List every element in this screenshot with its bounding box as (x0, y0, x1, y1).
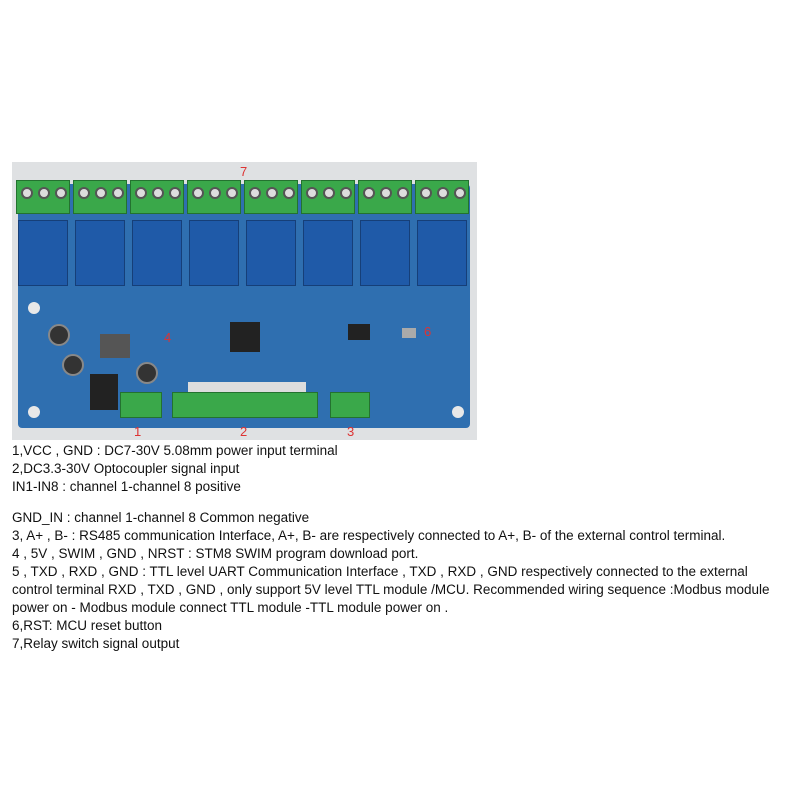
desc-line: 5 , TXD , RXD , GND : TTL level UART Com… (12, 564, 748, 579)
screw-icon (95, 187, 107, 199)
label-6: 6 (424, 324, 432, 339)
relay-output-terminal (358, 180, 412, 214)
desc-line: 7,Relay switch signal output (12, 636, 180, 651)
rs485-terminal (330, 392, 370, 418)
screw-icon (454, 187, 466, 199)
relay-output-terminal (301, 180, 355, 214)
desc-line: power on - Modbus module connect TTL mod… (12, 600, 449, 615)
reset-button (402, 328, 416, 338)
screw-icon (169, 187, 181, 199)
desc-line: IN1-IN8 : channel 1-channel 8 positive (12, 479, 241, 494)
relay-output-terminal (16, 180, 70, 214)
label-1: 1 (134, 424, 142, 439)
product-photo: 7 4 6 1 2 3 (12, 162, 477, 440)
screw-icon (249, 187, 261, 199)
relay-output-terminal (73, 180, 127, 214)
screw-icon (363, 187, 375, 199)
optocouplers (188, 382, 306, 394)
mount-hole (452, 406, 464, 418)
screw-icon (38, 187, 50, 199)
desc-line: 6,RST: MCU reset button (12, 618, 163, 633)
relay-output-terminal (244, 180, 298, 214)
screw-icon (135, 187, 147, 199)
screw-icon (397, 187, 409, 199)
power-terminal (120, 392, 162, 418)
screw-icon (152, 187, 164, 199)
relay (417, 220, 467, 286)
mcu-chip (230, 322, 260, 352)
screw-icon (112, 187, 124, 199)
desc-line: 3, A+ , B- : RS485 communication Interfa… (12, 528, 726, 543)
relay-output-terminal (130, 180, 184, 214)
relay (246, 220, 296, 286)
screw-icon (55, 187, 67, 199)
desc-line: 1,VCC , GND : DC7-30V 5.08mm power input… (12, 443, 338, 458)
screw-icon (266, 187, 278, 199)
screw-icon (420, 187, 432, 199)
desc-line: GND_IN : channel 1-channel 8 Common nega… (12, 510, 310, 525)
screw-icon (192, 187, 204, 199)
desc-line: 4 , 5V , SWIM , GND , NRST : STM8 SWIM p… (12, 546, 419, 561)
screw-icon (283, 187, 295, 199)
mount-hole (28, 302, 40, 314)
regulator (90, 374, 118, 410)
input-terminal (172, 392, 318, 418)
mount-hole (28, 406, 40, 418)
desc-line (12, 496, 792, 509)
screw-icon (323, 187, 335, 199)
relay-output-terminal (415, 180, 469, 214)
rs485-chip (348, 324, 370, 340)
description-text: 1,VCC , GND : DC7-30V 5.08mm power input… (12, 442, 792, 653)
screw-icon (226, 187, 238, 199)
relay (360, 220, 410, 286)
relay (132, 220, 182, 286)
relay (75, 220, 125, 286)
relay (303, 220, 353, 286)
label-4: 4 (164, 330, 172, 345)
label-3: 3 (347, 424, 355, 439)
label-7: 7 (240, 164, 248, 179)
capacitor (48, 324, 70, 346)
screw-icon (306, 187, 318, 199)
inductor (100, 334, 130, 358)
screw-icon (21, 187, 33, 199)
relay (18, 220, 68, 286)
relay (189, 220, 239, 286)
screw-icon (340, 187, 352, 199)
relay-output-terminal (187, 180, 241, 214)
desc-line: 2,DC3.3-30V Optocoupler signal input (12, 461, 240, 476)
label-2: 2 (240, 424, 248, 439)
screw-icon (209, 187, 221, 199)
screw-icon (437, 187, 449, 199)
desc-line: control terminal RXD , TXD , GND , only … (12, 582, 770, 597)
screw-icon (78, 187, 90, 199)
capacitor (136, 362, 158, 384)
capacitor (62, 354, 84, 376)
screw-icon (380, 187, 392, 199)
